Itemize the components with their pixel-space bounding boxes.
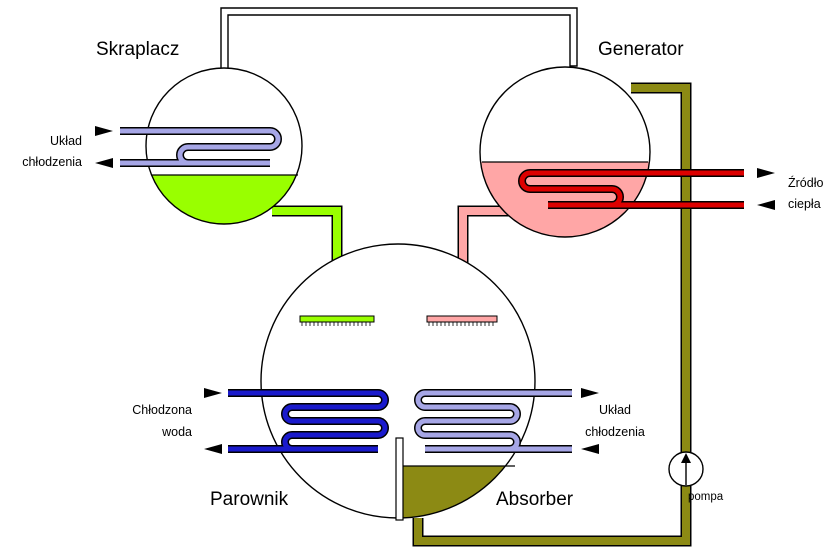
arrow-right-icon xyxy=(204,388,222,398)
arrow-left-icon xyxy=(95,158,113,168)
generator-label: Generator xyxy=(598,39,684,60)
heat-source-label-line2: ciepła xyxy=(788,197,821,211)
arrow-right-icon xyxy=(757,168,775,178)
absorber-cooling-label-line2: chłodzenia xyxy=(585,425,645,439)
absorber-cooling-label-line1: Układ xyxy=(599,403,631,417)
evaporator-label: Parownik xyxy=(210,489,289,510)
pump-icon xyxy=(668,451,704,487)
evaporator-chilled-coil xyxy=(228,389,389,453)
condenser-label: Skraplacz xyxy=(96,39,179,60)
vapour-pipe xyxy=(220,7,578,68)
arrow-left-icon xyxy=(581,444,599,454)
arrow-left-icon xyxy=(757,200,775,210)
absorber-label: Absorber xyxy=(496,489,574,510)
absorber-cooling-coil xyxy=(414,389,572,453)
arrow-right-icon xyxy=(581,388,599,398)
condenser-cooling-label-line1: Układ xyxy=(50,134,82,148)
chilled-water-label-line2: woda xyxy=(161,425,192,439)
condenser-cooling-coil xyxy=(120,127,282,167)
pump-label: pompa xyxy=(688,491,724,503)
condenser-cooling-label-line2: chłodzenia xyxy=(22,155,82,169)
solution-spray-bar xyxy=(426,315,498,326)
chilled-water-label-line1: Chłodzona xyxy=(132,403,192,417)
flow-arrows xyxy=(95,126,775,454)
condensate-spray-bar xyxy=(299,315,375,326)
main-vessel xyxy=(260,243,536,521)
arrow-right-icon xyxy=(95,126,113,136)
partition-wall xyxy=(395,437,404,521)
arrow-left-icon xyxy=(204,444,222,454)
generator-heat-coil xyxy=(518,169,744,209)
heat-source-label-line1: Źródło xyxy=(788,175,823,190)
